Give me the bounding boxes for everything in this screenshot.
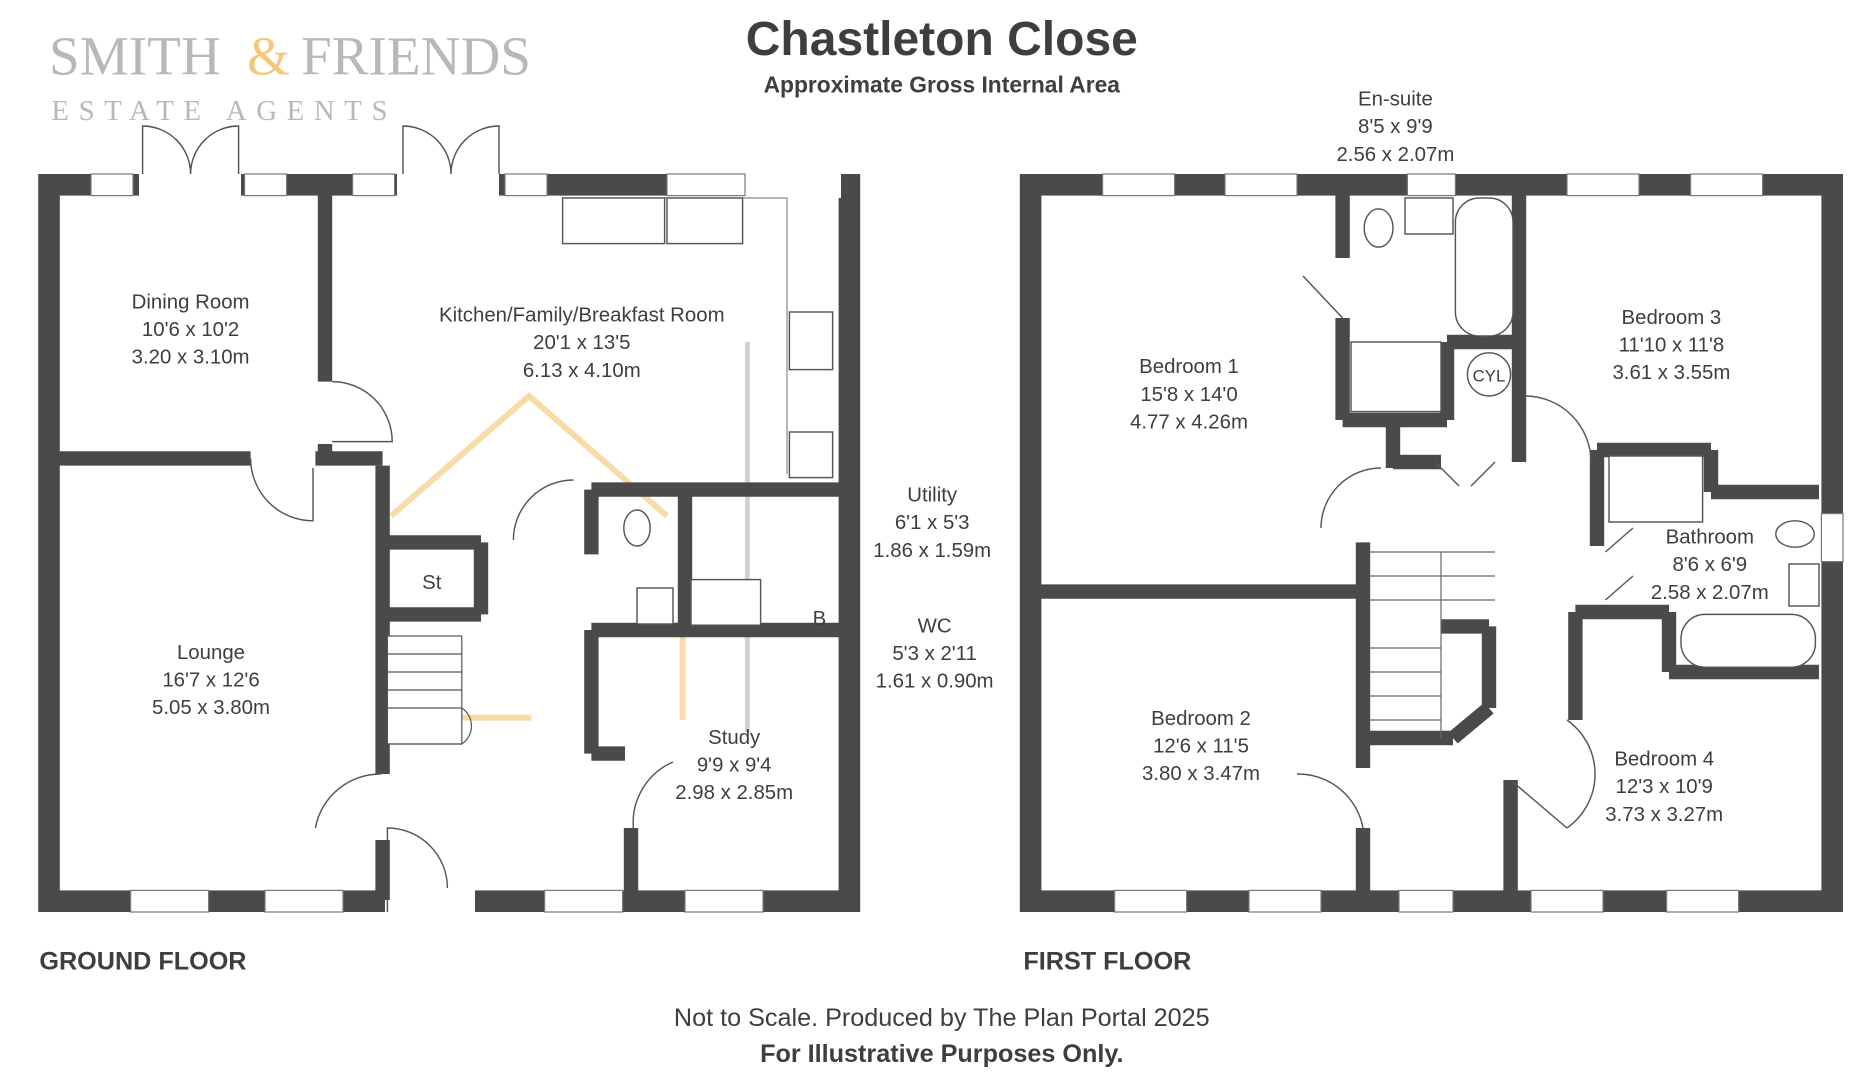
svg-text:Utility: Utility	[907, 485, 958, 507]
watermark-line1: SMITH	[49, 25, 221, 86]
svg-text:Bedroom 2: Bedroom 2	[1151, 708, 1251, 730]
svg-text:9'9 x 9'4: 9'9 x 9'4	[697, 755, 772, 777]
room-en-suite: En-suite 8'5 x 9'9 2.56 x 2.07m	[1336, 89, 1454, 166]
svg-text:10'6 x 10'2: 10'6 x 10'2	[142, 319, 239, 341]
svg-text:Study: Study	[708, 727, 761, 749]
svg-text:3.20 x 3.10m: 3.20 x 3.10m	[132, 347, 250, 369]
shower-icon	[1350, 341, 1442, 413]
svg-text:16'7 x 12'6: 16'7 x 12'6	[162, 669, 259, 691]
room-bathroom: Bathroom 8'6 x 6'9 2.58 x 2.07m	[1651, 527, 1769, 604]
footer-disclaimer: For Illustrative Purposes Only.	[760, 1040, 1123, 1068]
first-interior-walls	[1030, 192, 1819, 900]
sink-icon	[666, 197, 744, 245]
svg-text:20'1 x 13'5: 20'1 x 13'5	[533, 332, 630, 354]
svg-text:2.98 x 2.85m: 2.98 x 2.85m	[675, 782, 793, 804]
svg-text:Bedroom 4: Bedroom 4	[1614, 749, 1714, 771]
stairs-icon	[1369, 551, 1495, 738]
svg-text:12'3 x 10'9: 12'3 x 10'9	[1616, 776, 1713, 798]
svg-text:Bathroom: Bathroom	[1666, 527, 1754, 549]
svg-text:3.73 x 3.27m: 3.73 x 3.27m	[1605, 804, 1723, 826]
svg-text:Bedroom 3: Bedroom 3	[1622, 307, 1722, 329]
basin-icon	[636, 587, 674, 625]
svg-text:5.05 x 3.80m: 5.05 x 3.80m	[152, 697, 270, 719]
toilet-icon	[1775, 520, 1815, 548]
kitchen-units	[386, 197, 834, 745]
watermark-line3: ESTATE AGENTS	[51, 95, 397, 127]
svg-text:1.86 x 1.59m: 1.86 x 1.59m	[873, 540, 991, 562]
bath-icon	[1680, 613, 1817, 668]
footer-note: Not to Scale. Produced by The Plan Porta…	[674, 1004, 1210, 1032]
room-bedroom-3: Bedroom 3 11'10 x 11'8 3.61 x 3.55m	[1612, 307, 1730, 384]
svg-text:3.80 x 3.47m: 3.80 x 3.47m	[1142, 763, 1260, 785]
toilet-icon	[1363, 208, 1394, 248]
first-windows	[1102, 173, 1844, 913]
svg-text:3.61 x 3.55m: 3.61 x 3.55m	[1612, 362, 1730, 384]
shower-icon	[1608, 455, 1704, 523]
room-dining-room: Dining Room 10'6 x 10'2 3.20 x 3.10m	[132, 291, 250, 368]
watermark-line2: FRIENDS	[301, 25, 531, 86]
svg-text:11'10 x 11'8: 11'10 x 11'8	[1619, 335, 1725, 357]
svg-text:Lounge: Lounge	[177, 642, 245, 664]
bathroom-fittings	[1350, 197, 1820, 668]
svg-text:Bedroom 1: Bedroom 1	[1139, 356, 1239, 378]
svg-text:8'5 x 9'9: 8'5 x 9'9	[1358, 116, 1433, 138]
svg-text:En-suite: En-suite	[1358, 89, 1433, 111]
page-subtitle: Approximate Gross Internal Area	[764, 71, 1121, 97]
svg-text:4.77 x 4.26m: 4.77 x 4.26m	[1130, 411, 1248, 433]
svg-text:12'6 x 11'5: 12'6 x 11'5	[1153, 735, 1249, 757]
watermark-ampersand: &	[247, 25, 290, 86]
svg-text:8'6 x 6'9: 8'6 x 6'9	[1672, 554, 1747, 576]
bath-icon	[1454, 197, 1514, 337]
boiler-label: B	[813, 608, 827, 630]
page-title: Chastleton Close	[746, 13, 1138, 66]
svg-text:2.56 x 2.07m: 2.56 x 2.07m	[1336, 144, 1454, 166]
room-bedroom-1: Bedroom 1 15'8 x 14'0 4.77 x 4.26m	[1130, 356, 1248, 433]
svg-text:WC: WC	[918, 615, 952, 637]
store-label: St	[422, 572, 442, 594]
room-study: Study 9'9 x 9'4 2.98 x 2.85m	[675, 727, 793, 804]
ground-floor-label: GROUND FLOOR	[39, 948, 246, 976]
room-lounge: Lounge 16'7 x 12'6 5.05 x 3.80m	[152, 642, 270, 719]
watermark-logo: SMITH & FRIENDS ESTATE AGENTS	[49, 25, 531, 127]
stairs-icon	[386, 635, 472, 745]
svg-text:5'3 x 2'11: 5'3 x 2'11	[892, 643, 977, 665]
toilet-icon	[623, 509, 651, 547]
svg-text:2.58 x 2.07m: 2.58 x 2.07m	[1651, 582, 1769, 604]
first-floor-plan: CYL En-suite 8'5 x 9'9 2.56 x 2.07m Bedr…	[1019, 89, 1844, 976]
svg-text:Dining Room: Dining Room	[132, 291, 250, 313]
room-wc: WC 5'3 x 2'11 1.61 x 0.90m	[876, 615, 994, 692]
watermark-roof	[389, 392, 669, 519]
room-bedroom-2: Bedroom 2 12'6 x 11'5 3.80 x 3.47m	[1142, 708, 1260, 785]
ground-windows	[90, 173, 764, 913]
svg-text:6.13 x 4.10m: 6.13 x 4.10m	[523, 360, 641, 382]
room-utility: Utility 6'1 x 5'3 1.86 x 1.59m	[873, 485, 991, 562]
basin-icon	[1404, 197, 1454, 235]
svg-text:Kitchen/Family/Breakfast Room: Kitchen/Family/Breakfast Room	[439, 305, 725, 327]
basin-icon	[1788, 563, 1820, 607]
svg-text:6'1 x 5'3: 6'1 x 5'3	[895, 512, 970, 534]
ground-floor-plan: St B Dining Room 10'6 x 10'2 3.20 x 3.10…	[38, 125, 994, 976]
first-floor-label: FIRST FLOOR	[1023, 948, 1191, 976]
room-kitchen: Kitchen/Family/Breakfast Room 20'1 x 13'…	[439, 305, 725, 382]
room-bedroom-4: Bedroom 4 12'3 x 10'9 3.73 x 3.27m	[1605, 749, 1723, 826]
cylinder-icon	[1466, 352, 1512, 397]
hob-icon	[788, 311, 834, 371]
svg-text:15'8 x 14'0: 15'8 x 14'0	[1140, 384, 1237, 406]
cylinder-label: CYL	[1473, 367, 1506, 386]
svg-text:1.61 x 0.90m: 1.61 x 0.90m	[876, 671, 994, 693]
ground-interior-walls	[49, 192, 841, 900]
